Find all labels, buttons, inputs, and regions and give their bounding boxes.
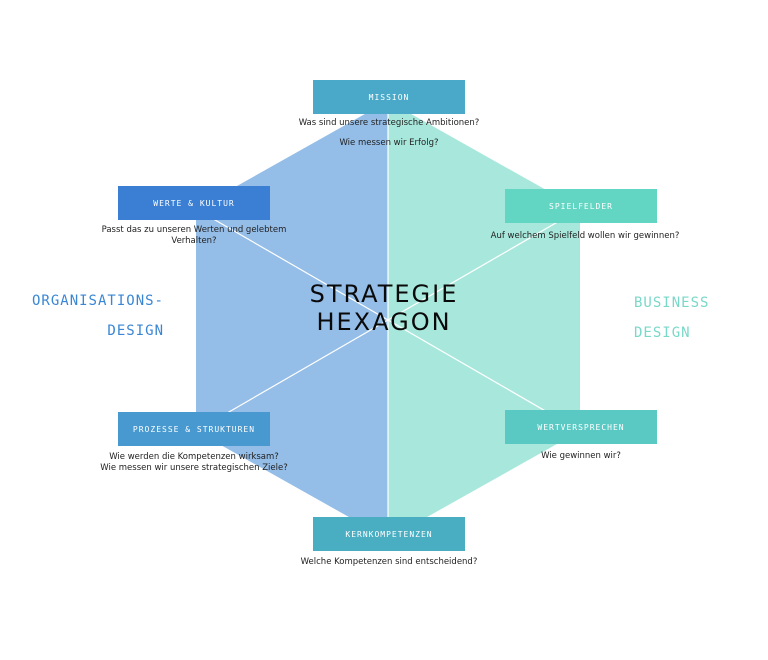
node-kernkompetenzen: KERNKOMPETENZEN bbox=[313, 517, 465, 551]
side-label-organisationsdesign: ORGANISATIONS- DESIGN bbox=[22, 286, 164, 346]
node-spielfelder: SPIELFELDER bbox=[505, 189, 657, 223]
side-label-businessdesign: BUSINESS DESIGN bbox=[634, 288, 709, 348]
question-wertversprechen: Wie gewinnen wir? bbox=[541, 451, 621, 461]
question-kernkompetenzen: Welche Kompetenzen sind entscheidend? bbox=[300, 557, 478, 567]
node-mission: MISSION bbox=[313, 80, 465, 114]
question-prozesse: Wie werden die Kompetenzen wirksam? Wie … bbox=[100, 452, 288, 473]
hexagon-axis-diagonal-2 bbox=[195, 208, 581, 432]
node-werte-kultur: WERTE & KULTUR bbox=[118, 186, 270, 220]
title-line-2: HEXAGON bbox=[316, 308, 452, 336]
side-right-line-2: DESIGN bbox=[634, 325, 691, 341]
diagram-title: STRATEGIE HEXAGON bbox=[234, 280, 534, 336]
title-line-1: STRATEGIE bbox=[309, 280, 459, 308]
node-prozesse-strukturen: PROZESSE & STRUKTUREN bbox=[118, 412, 270, 446]
side-right-line-1: BUSINESS bbox=[634, 295, 710, 311]
node-wertversprechen: WERTVERSPRECHEN bbox=[505, 410, 657, 444]
side-left-line-1: ORGANISATIONS- bbox=[31, 293, 164, 309]
question-spielfelder: Auf welchem Spielfeld wollen wir gewinne… bbox=[490, 231, 680, 241]
side-left-line-2: DESIGN bbox=[107, 323, 164, 339]
question-werte: Passt das zu unseren Werten und gelebtem… bbox=[101, 225, 287, 246]
question-mission-1: Was sind unsere strategische Ambitionen? bbox=[298, 118, 480, 128]
question-mission-2: Wie messen wir Erfolg? bbox=[339, 138, 439, 148]
